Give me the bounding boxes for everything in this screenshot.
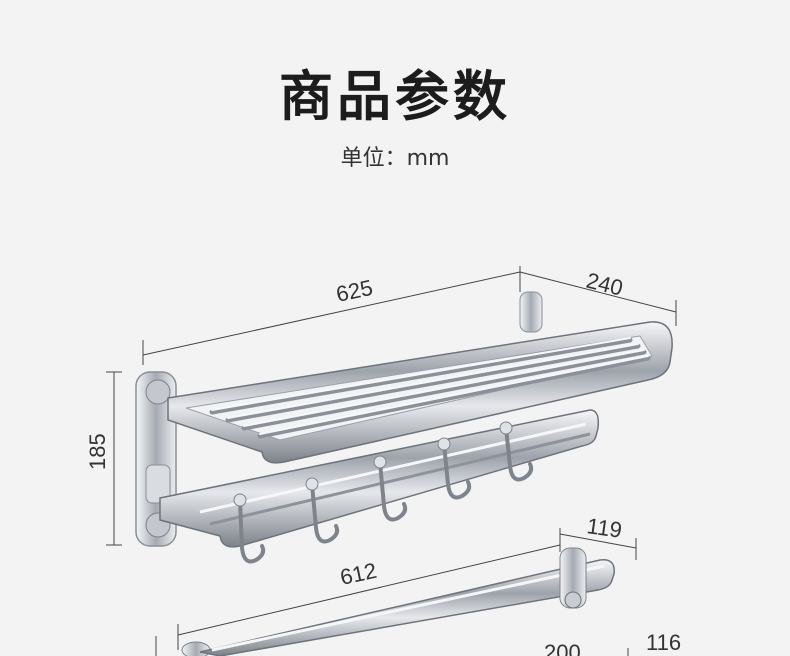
dimension-rack-depth: 240: [584, 268, 626, 301]
dimension-bar-width: 612: [338, 558, 379, 590]
dimension-rack-width: 625: [334, 275, 375, 307]
dimension-lines: [106, 266, 677, 656]
dimension-rack-height: 185: [85, 433, 110, 470]
towel-bar-image: [181, 547, 615, 656]
dimension-bar-depth: 119: [585, 513, 623, 543]
page-title: 商品参数: [279, 65, 511, 128]
dimension-bar-partial-b: 116: [646, 630, 681, 655]
unit-label: 单位：mm: [340, 146, 450, 171]
towel-rack-image: [135, 291, 673, 564]
dimension-bar-partial-a: 200: [544, 640, 581, 656]
